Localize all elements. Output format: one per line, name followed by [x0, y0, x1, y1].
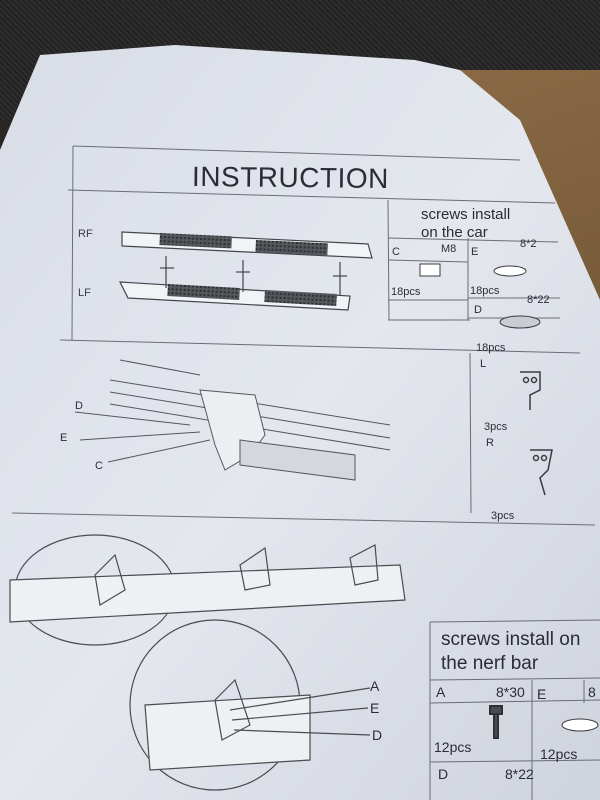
nerf-screw-e-size: 8	[588, 684, 596, 700]
bracket-r-qty: 3pcs	[491, 510, 515, 522]
car-screws-header-1: screws install	[421, 206, 511, 223]
running-board-lf	[118, 281, 351, 311]
side-label-rf: RF	[78, 228, 93, 240]
nerf-screw-e-qty: 12pcs	[540, 746, 578, 762]
nerf-screw-e-letter: E	[537, 686, 547, 702]
running-board-rf	[121, 231, 373, 259]
screw-c-letter: C	[392, 246, 400, 258]
nerf-screw-d-letter: D	[438, 766, 449, 782]
nerf-screw-a-qty: 12pcs	[434, 739, 472, 755]
screw-e-letter: E	[471, 246, 479, 258]
callout-mid-1: E	[60, 432, 68, 444]
bracket-r-letter: R	[486, 437, 494, 449]
nerf-bar-diagram	[9, 534, 406, 791]
washer-icon	[493, 265, 527, 277]
car-screws-header-2: on the car	[421, 224, 488, 241]
nut-icon	[419, 263, 441, 277]
bolt-icon	[489, 705, 503, 739]
nerf-screw-d-size: 8*22	[505, 766, 534, 782]
callout-mid-0: D	[75, 400, 83, 412]
screw-e-size: 8*2	[520, 238, 537, 250]
bracket-l-icon	[520, 371, 541, 410]
callout-mid-2: C	[95, 460, 103, 472]
screw-c-qty: 18pcs	[391, 286, 421, 298]
callout-bottom-2: D	[372, 727, 383, 743]
mount-detail-diagram	[74, 359, 391, 481]
callout-bottom-0: A	[370, 678, 380, 694]
bracket-l-letter: L	[480, 358, 487, 370]
car-screw-table	[387, 237, 560, 321]
callout-bottom-1: E	[370, 700, 380, 716]
flat-washer-icon	[499, 315, 541, 329]
bracket-r-icon	[530, 449, 553, 496]
screw-c-size: M8	[441, 243, 457, 255]
nerf-screws-header-1: screws install on	[441, 629, 581, 650]
nerf-screws-header-2: the nerf bar	[441, 653, 539, 674]
screw-d-size: 8*22	[527, 294, 550, 306]
nerf-screw-table	[429, 677, 600, 800]
nerf-screw-a-letter: A	[436, 684, 446, 700]
bracket-l-qty: 3pcs	[484, 421, 508, 433]
page-title: INSTRUCTION	[191, 160, 389, 195]
nerf-screw-a-size: 8*30	[496, 684, 525, 700]
screw-e-qty: 18pcs	[470, 285, 500, 297]
screw-d-letter: D	[474, 304, 482, 316]
top-mount-brackets	[160, 256, 347, 296]
screw-d-qty: 18pcs	[476, 342, 506, 354]
side-label-lf: LF	[78, 287, 91, 299]
nerf-washer-icon	[561, 718, 599, 732]
